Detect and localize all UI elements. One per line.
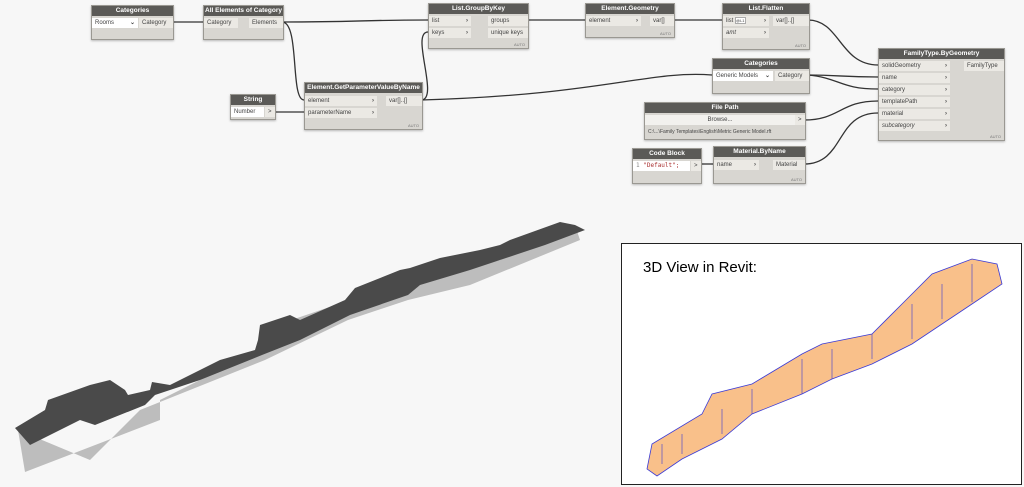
node-title: Element.Geometry <box>586 4 674 14</box>
node-title: List.Flatten <box>723 4 809 14</box>
output-port[interactable]: > <box>265 107 275 117</box>
file-path-value: C:\...\Family Templates\English\Metric G… <box>648 129 772 135</box>
chevron-down-icon: ⌄ <box>129 20 135 26</box>
input-port[interactable]: Category <box>204 18 238 28</box>
lacing-label: AUTO <box>407 123 419 128</box>
output-port[interactable]: Category <box>775 71 809 81</box>
input-port[interactable]: category› <box>879 85 950 95</box>
input-port[interactable]: parameterName› <box>305 108 377 118</box>
material-by-name-node[interactable]: Material.ByName name› Material AUTO <box>713 146 806 184</box>
input-port[interactable]: keys› <box>429 28 471 38</box>
lacing-label: AUTO <box>790 177 802 182</box>
category-dropdown[interactable]: Rooms ⌄ <box>92 18 138 28</box>
categories-node-2[interactable]: Categories Generic Models⌄ Category <box>712 58 810 94</box>
element-geometry-node[interactable]: Element.Geometry element› var[] AUTO <box>585 3 675 38</box>
string-input[interactable]: Number <box>231 107 264 117</box>
node-title: Element.GetParameterValueByName <box>305 83 422 93</box>
lacing-label: AUTO <box>659 31 671 36</box>
category-dropdown[interactable]: Generic Models⌄ <box>713 71 773 81</box>
output-port[interactable]: var[] <box>650 16 674 26</box>
categories-node[interactable]: Categories Rooms ⌄ Category <box>91 5 174 40</box>
output-port[interactable]: Category <box>139 18 173 28</box>
input-port[interactable]: templatePath› <box>879 97 950 107</box>
revit-3d-view-panel: 3D View in Revit: <box>621 243 1022 485</box>
input-port[interactable]: subcategory› <box>879 121 950 131</box>
node-title: List.GroupByKey <box>429 4 528 14</box>
input-port[interactable]: solidGeometry› <box>879 61 950 71</box>
dropdown-value: Rooms <box>95 20 115 26</box>
node-title: Code Block <box>633 149 701 159</box>
output-port[interactable]: FamilyType <box>964 61 1004 71</box>
output-port[interactable]: groups <box>488 16 528 26</box>
output-port[interactable]: var[]..[] <box>773 16 809 26</box>
input-port[interactable]: material› <box>879 109 950 119</box>
output-port[interactable]: Material <box>773 160 805 170</box>
output-port[interactable]: unique keys <box>488 28 528 38</box>
input-port[interactable]: name› <box>714 160 759 170</box>
family-type-by-geometry-node[interactable]: FamilyType.ByGeometry solidGeometry› nam… <box>878 48 1005 141</box>
file-path-node[interactable]: File Path Browse... > C:\...\Family Temp… <box>644 102 806 140</box>
chevron-down-icon: ⌄ <box>764 73 770 79</box>
lacing-label: AUTO <box>513 42 525 47</box>
output-port[interactable]: var[]..[] <box>386 96 422 106</box>
code-editor[interactable]: 1 "Default"; <box>633 161 690 171</box>
string-node[interactable]: String Number > <box>230 94 276 120</box>
node-title: FamilyType.ByGeometry <box>879 49 1004 59</box>
node-title: Material.ByName <box>714 147 805 157</box>
input-port[interactable]: name› <box>879 73 950 83</box>
group-by-key-node[interactable]: List.GroupByKey list› keys› groups uniqu… <box>428 3 529 49</box>
input-port[interactable]: element› <box>305 96 377 106</box>
lacing-label: AUTO <box>989 134 1001 139</box>
node-title: String <box>231 95 275 105</box>
input-port[interactable]: list @L1› <box>723 16 769 26</box>
node-title: Categories <box>92 6 173 16</box>
input-port[interactable]: element› <box>586 16 641 26</box>
output-port[interactable]: > <box>691 161 701 171</box>
node-title: Categories <box>713 59 809 69</box>
code-block-node[interactable]: Code Block 1 "Default"; > <box>632 148 702 184</box>
inset-title: 3D View in Revit: <box>643 259 757 276</box>
input-port[interactable]: list› <box>429 16 471 26</box>
all-elements-node[interactable]: All Elements of Category Category Elemen… <box>203 5 284 40</box>
list-flatten-node[interactable]: List.Flatten list @L1› amt› var[]..[] AU… <box>722 3 810 50</box>
node-title: File Path <box>645 103 805 113</box>
node-title: All Elements of Category <box>204 6 283 16</box>
lacing-label: AUTO <box>794 43 806 48</box>
level-selector[interactable]: @L1 <box>735 17 746 24</box>
output-port[interactable]: Elements <box>249 18 283 28</box>
input-port[interactable]: amt› <box>723 28 769 38</box>
output-port[interactable]: > <box>795 115 805 125</box>
get-parameter-node[interactable]: Element.GetParameterValueByName element›… <box>304 82 423 130</box>
revit-model-image <box>646 258 1003 477</box>
browse-button[interactable]: Browse... <box>645 115 795 125</box>
